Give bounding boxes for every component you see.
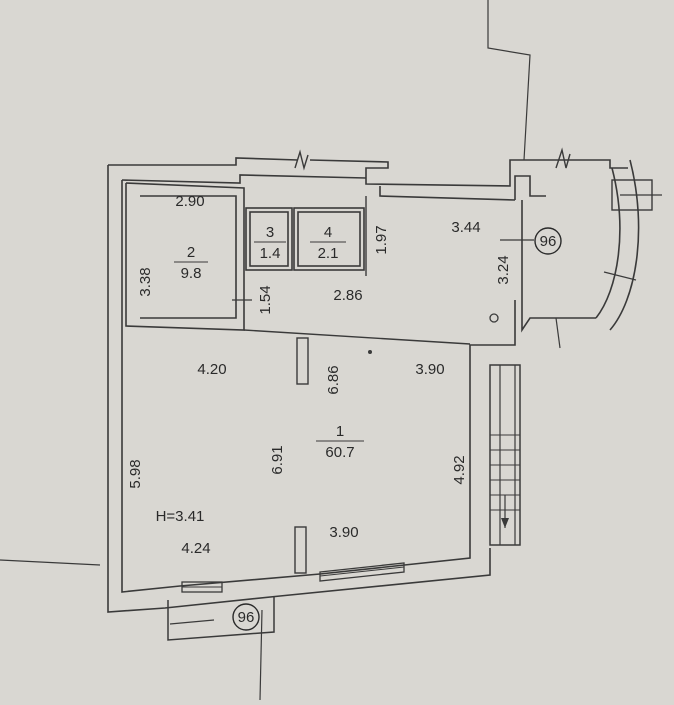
dim-room4-right: 1.97 [373,225,390,254]
room-2-number: 2 [187,244,195,261]
dim-mid-width: 2.86 [333,287,362,304]
dim-main-left: 5.98 [127,459,144,488]
entrance-porch [167,596,275,641]
staircase [489,364,521,546]
room-1-number: 1 [336,423,344,440]
rooms-3-4-walls [245,196,367,276]
room-1-area: 60.7 [325,444,354,461]
site-line-top [487,0,531,161]
site-line-bottom [259,609,263,701]
dim-main-lower-right: 3.90 [329,524,358,541]
interior-elements [243,313,499,574]
exterior-walls [107,147,571,613]
site-line-left [0,559,101,566]
room-4-area: 2.1 [318,245,339,262]
room-3-number: 3 [266,224,274,241]
marker-right-label: 96 [540,233,557,250]
right-annex [500,159,662,349]
dim-door-height: 1.54 [257,285,274,314]
dim-main-upper-left: 4.20 [197,361,226,378]
room-4-number: 4 [324,224,332,241]
dim-room2-top: 2.90 [175,193,204,210]
marker-bottom-label: 96 [238,609,255,626]
dim-room2-left: 3.38 [137,267,154,296]
dim-main-center-vert: 6.86 [325,365,342,394]
ceiling-height: H=3.41 [156,508,205,525]
dim-main-right: 4.92 [451,455,468,484]
windows [181,562,405,593]
dim-top-right: 3.44 [451,219,480,236]
marker-right-circle [534,227,562,255]
room-2-area: 9.8 [181,265,202,282]
dim-right-upper: 3.24 [495,255,512,284]
dim-main-center-lower: 6.91 [269,445,286,474]
marker-bottom-circle [232,603,260,631]
dim-main-upper-right: 3.90 [415,361,444,378]
dim-main-lower-left: 4.24 [181,540,210,557]
room-3-area: 1.4 [260,245,281,262]
